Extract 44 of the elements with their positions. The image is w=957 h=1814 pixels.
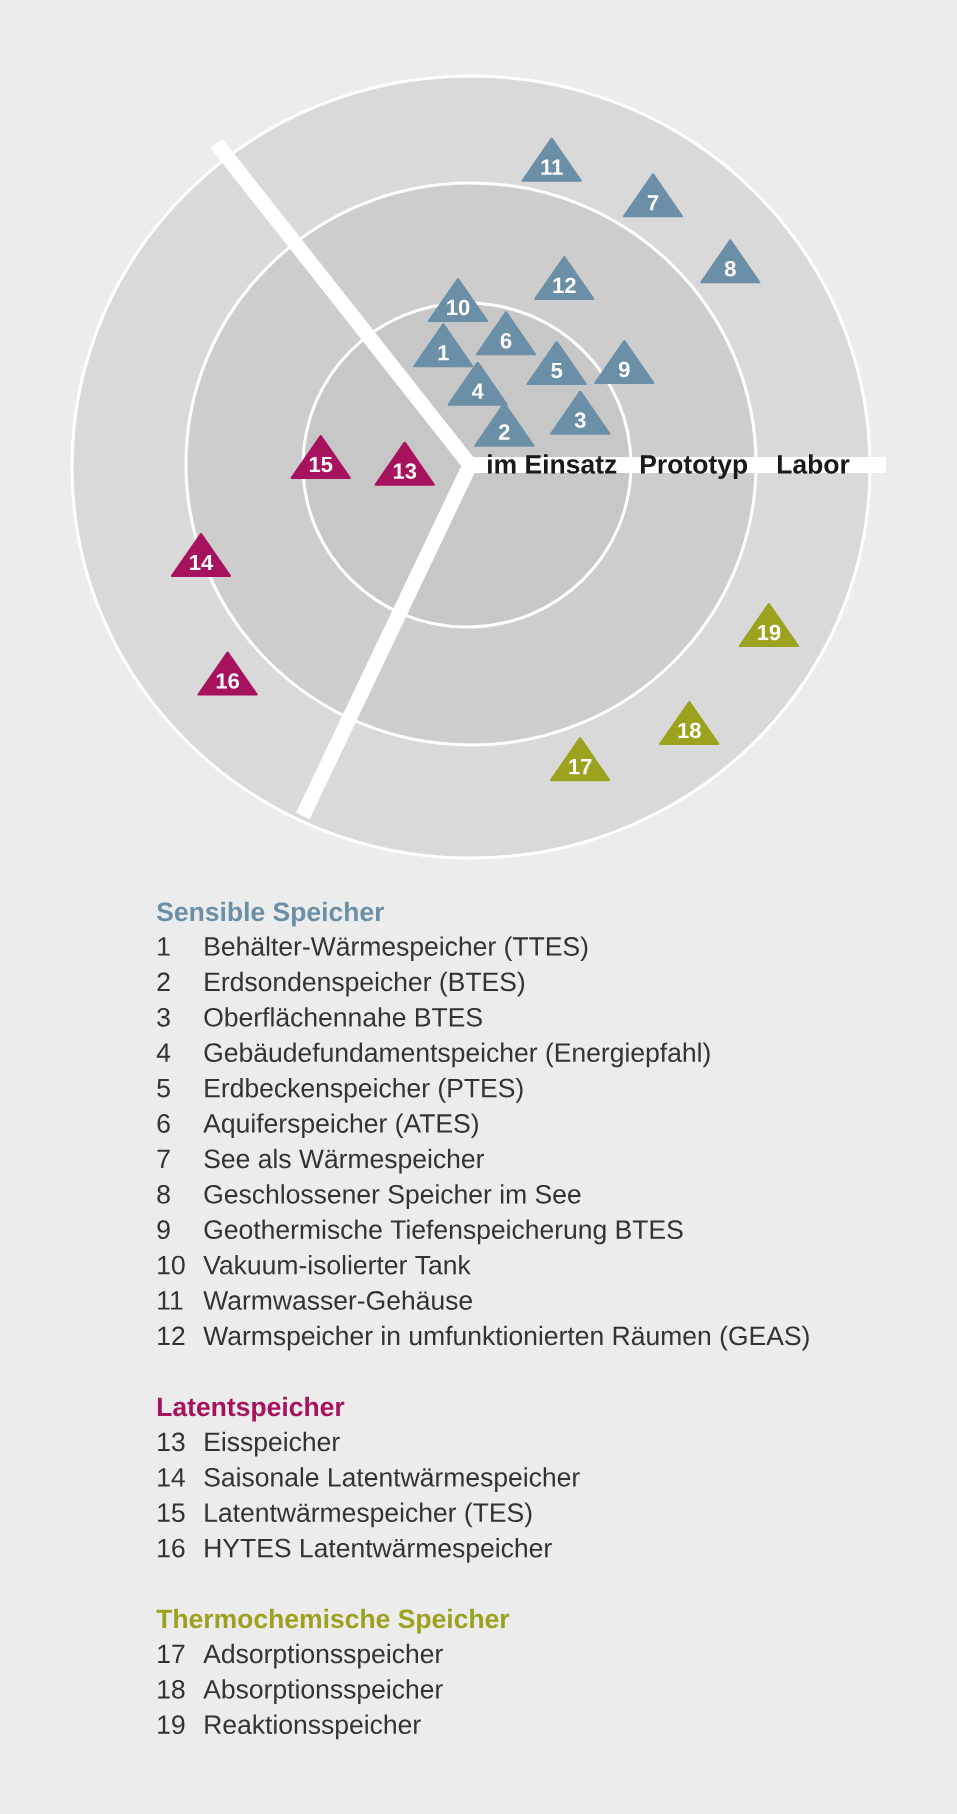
key-number: 14 bbox=[158, 1468, 185, 1487]
key-number: 4 bbox=[156, 1043, 171, 1062]
key-text: Latentwärmespeicher (TES) bbox=[205, 1502, 532, 1528]
key-number: 2 bbox=[157, 972, 170, 991]
key-text: Behälter-Wärmespeicher (TTES) bbox=[205, 936, 588, 962]
key-text: Gebäudefundamentspeicher (Energiepfahl) bbox=[204, 1042, 710, 1068]
key-text: Reaktionsspeicher bbox=[205, 1714, 421, 1740]
key-number: 15 bbox=[158, 1503, 185, 1523]
key-number: 7 bbox=[157, 1149, 170, 1168]
key-number: 13 bbox=[158, 1432, 185, 1452]
key-number: 3 bbox=[157, 1007, 170, 1027]
legend-heading: Sensible Speicher bbox=[156, 901, 385, 927]
key-text: Adsorptionsspeicher bbox=[203, 1643, 443, 1669]
key-text: Saisonale Latentwärmespeicher bbox=[204, 1467, 580, 1492]
key-number: 11 bbox=[158, 1291, 183, 1310]
key-text: Geothermische Tiefenspeicherung BTES bbox=[204, 1219, 683, 1245]
key-text: Oberflächennahe BTES bbox=[204, 1007, 482, 1027]
key-number: 6 bbox=[157, 1114, 170, 1133]
key-text: Aquiferspeicher (ATES) bbox=[203, 1113, 478, 1139]
key-text: Erdsondenspeicher (BTES) bbox=[205, 971, 525, 997]
key-text: Eisspeicher bbox=[205, 1431, 340, 1457]
legend-heading: Thermochemische Speicher bbox=[156, 1608, 510, 1634]
key-number: 16 bbox=[158, 1538, 185, 1558]
key-text: Absorptionsspeicher bbox=[203, 1679, 443, 1704]
key-text: See als Wärmespeicher bbox=[204, 1148, 484, 1174]
key-text: Vakuum-isolierter Tank bbox=[203, 1255, 471, 1275]
key-text: Warmspeicher in umfunktionierten Räumen (GEAS) bbox=[203, 1325, 809, 1351]
key-number: 1 bbox=[158, 937, 170, 956]
key-number: 9 bbox=[157, 1220, 170, 1240]
key-text: Erdbeckenspeicher (PTES) bbox=[205, 1078, 523, 1103]
key-number: 18 bbox=[158, 1679, 185, 1699]
key-number: 19 bbox=[158, 1715, 185, 1735]
key-text: Geschlossener Speicher im See bbox=[204, 1184, 581, 1209]
key-number: 12 bbox=[158, 1326, 185, 1345]
key-number: 5 bbox=[157, 1078, 170, 1098]
legend-heading: Latentspeicher bbox=[157, 1396, 345, 1422]
key-number: 8 bbox=[157, 1184, 170, 1204]
ring-label: Labor bbox=[777, 454, 850, 474]
key-number: 17 bbox=[158, 1644, 185, 1663]
ring-label: im Einsatz bbox=[488, 454, 617, 474]
key-text: Warmwasser-Gehäuse bbox=[203, 1290, 472, 1310]
key-number: 10 bbox=[158, 1255, 185, 1275]
ring-label: Prototyp bbox=[640, 455, 748, 479]
key-text: HYTES Latentwärmespeicher bbox=[205, 1538, 552, 1563]
